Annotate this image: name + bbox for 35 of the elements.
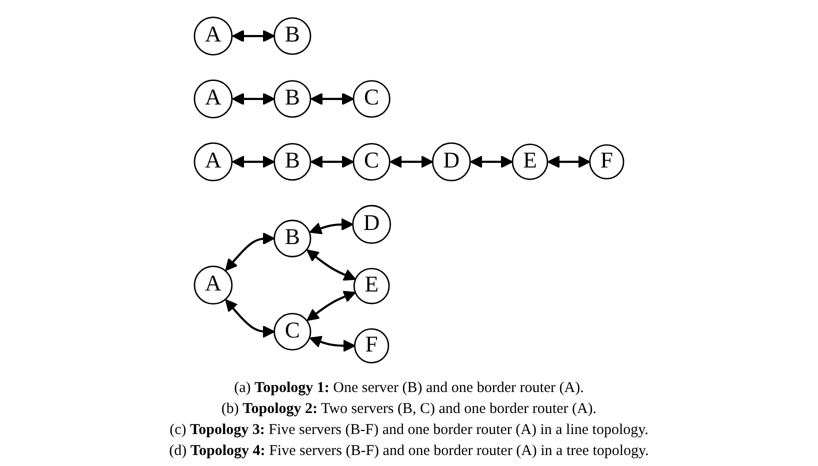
node-circle: C <box>352 142 390 181</box>
node-circle: F <box>354 328 390 364</box>
arrow <box>232 30 275 42</box>
arrow <box>470 156 514 168</box>
arrow <box>225 232 275 271</box>
figure-caption: (b) Topology 2: Two servers (B, C) and one border router (A). <box>221 401 597 418</box>
arrow <box>309 336 356 352</box>
node-circle: A <box>194 142 233 182</box>
node-circle: A <box>194 16 233 56</box>
node-circle: A <box>194 79 233 118</box>
node-circle: B <box>274 220 312 258</box>
figure-caption: (a) Topology 1: One server (B) and one border router (A). <box>234 380 584 397</box>
arrow <box>306 290 356 321</box>
arrow <box>309 218 354 234</box>
node-circle: B <box>274 17 312 55</box>
node-circle: A <box>194 266 233 305</box>
arrow <box>310 156 354 168</box>
arrow <box>306 249 356 281</box>
node-circle: B <box>274 142 312 181</box>
arrow <box>232 156 275 168</box>
node-circle: C <box>274 312 312 350</box>
node-circle: D <box>432 142 471 182</box>
arrow <box>547 156 590 168</box>
figure-caption: (d) Topology 4: Five servers (B-F) and one border router (A) in a tree topology. <box>169 443 649 460</box>
node-circle: B <box>274 80 312 118</box>
node-circle: F <box>589 144 624 180</box>
arrow <box>310 92 354 106</box>
node-circle: E <box>353 268 390 304</box>
arrow <box>390 156 434 168</box>
arrow <box>232 92 275 106</box>
arrow <box>225 299 275 338</box>
node-circle: C <box>352 80 390 118</box>
figure-caption: (c) Topology 3: Five servers (B-F) and one border router (A) in a line topology. <box>170 422 648 439</box>
node-circle: D <box>352 204 392 244</box>
node-circle: E <box>512 144 548 180</box>
